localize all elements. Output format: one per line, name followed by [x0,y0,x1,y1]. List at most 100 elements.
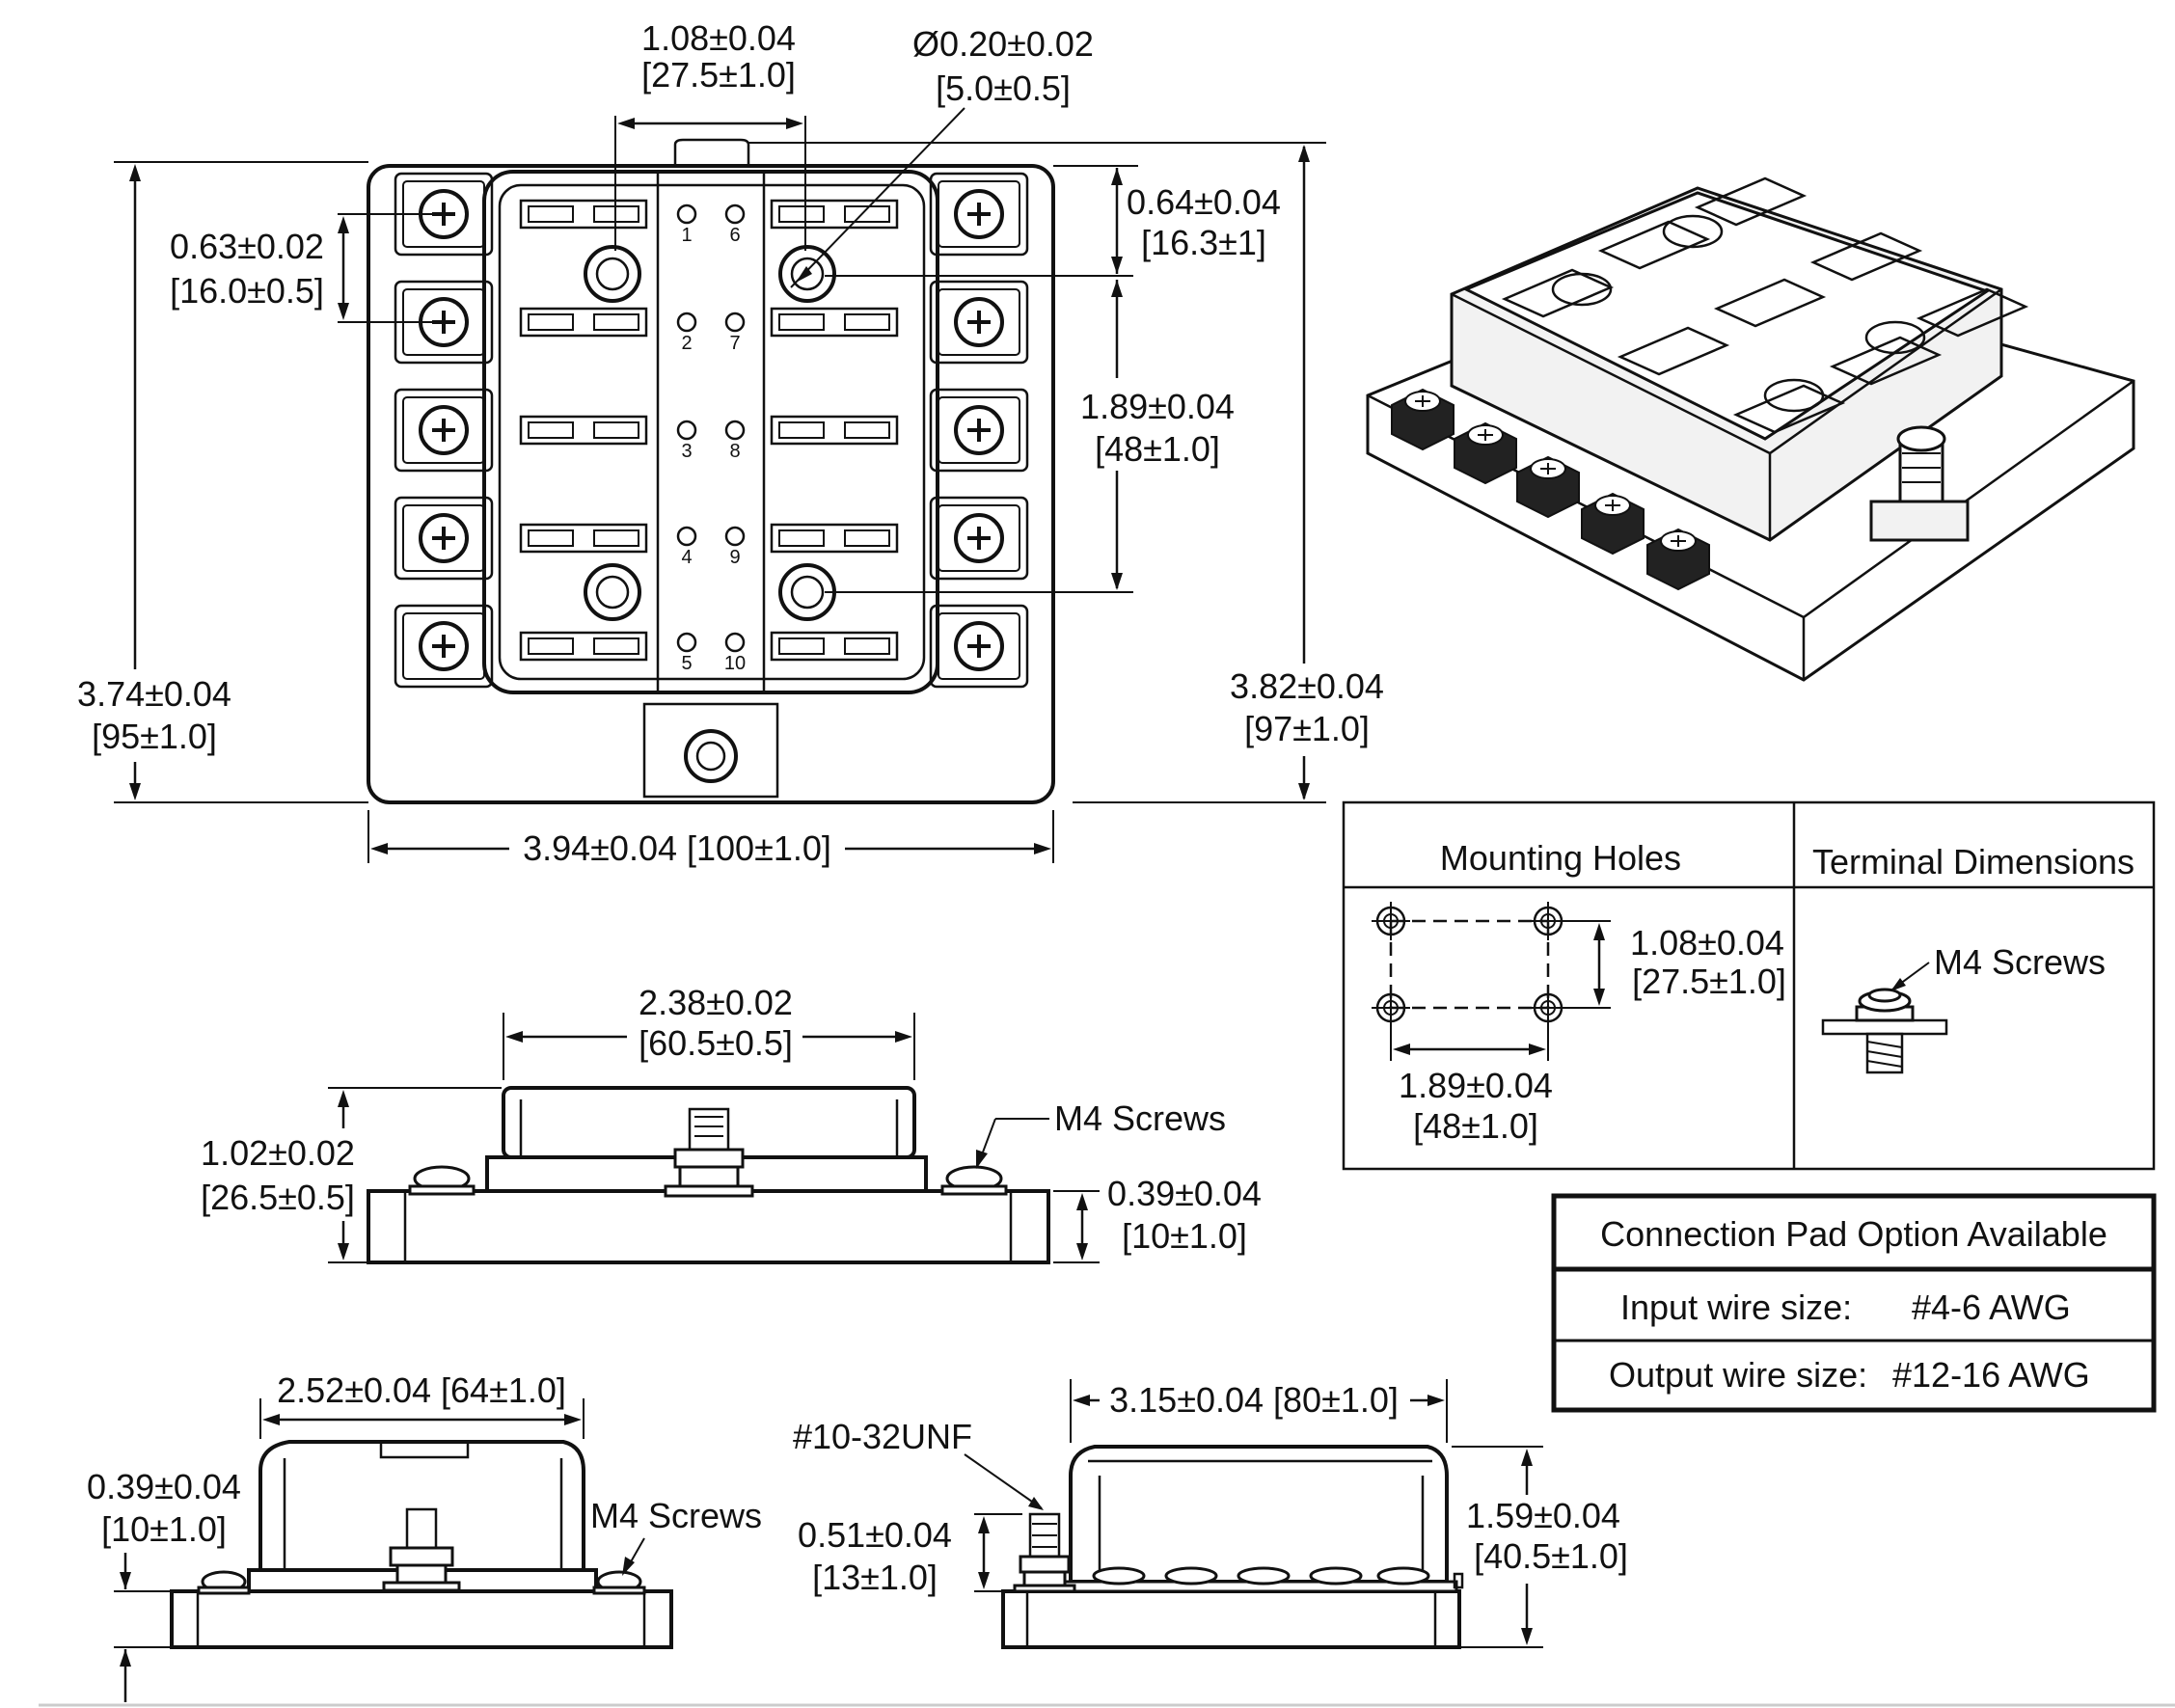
fuse-cavity [1617,326,1730,376]
fuse-cavity [1809,231,1923,282]
fuse-slot-right-5 [770,631,899,662]
indicator-led-icon [676,312,697,333]
dim-cover-width: 2.38±0.02 [639,983,793,1022]
dim-mount-vertical: 1.08±0.04 [1630,923,1784,962]
front-cover [502,1086,916,1159]
slot-number: 4 [681,547,692,568]
fuse-slot-right-4 [770,523,899,554]
input-wire-label: Input wire size: [1620,1288,1852,1327]
terminal-screw-iso-2 [1454,421,1517,485]
mounting-hole-icon [1864,320,1926,355]
input-wire-value: #4-6 AWG [1912,1288,2071,1327]
terminal-screw-iso-4 [1581,492,1645,556]
terminal-screw-left-5 [394,604,494,689]
header-terminal-dimensions: Terminal Dimensions [1812,842,2134,881]
dim-terminal-pitch: 0.63±0.02 [170,227,324,266]
phillips-screw-icon [954,189,1004,239]
terminal-screw-right-2 [929,280,1029,365]
dim-top-offset-mm: [16.3±1] [1141,223,1266,262]
slot-number: 3 [681,441,692,462]
indicator-led-icon [676,420,697,441]
indicator-led-icon [676,632,697,653]
side-left-base [170,1589,673,1649]
fuse-cavity [1694,176,1808,227]
dim-cover-width: 3.15±0.04 [80±1.0] [1109,1380,1399,1420]
slot-number: 8 [729,441,740,462]
fuse-cavity [1916,287,2029,338]
fuse-cavities [1501,176,2029,434]
dim-height-right-mm: [97±1.0] [1244,709,1370,748]
side-left-cover [258,1440,585,1572]
terminal-screw-side-5 [1376,1566,1430,1586]
fuse-cavity [1713,278,1827,328]
top-view-outline [367,164,1055,804]
header-mounting-holes: Mounting Holes [1440,838,1681,878]
fuse-slot-right-3 [770,415,899,446]
dim-hole-vertical: 1.89±0.04 [1080,387,1235,426]
slot-number: 6 [729,225,740,246]
connection-pad-box: Connection Pad Option Available Input wi… [1551,1193,2157,1413]
slot-number: 5 [681,653,692,674]
fuse-cavity [1597,220,1711,270]
fuse-housing-inner [498,183,926,681]
indicator-led-icon [724,312,746,333]
dim-width: 3.94±0.04 [100±1.0] [523,828,831,868]
mounting-terminal-table: Mounting Holes Terminal Dimensions 1.08± [1342,800,2156,1171]
phillips-screw-icon [419,513,469,563]
input-pad [1869,500,1970,542]
label-m4-screws: M4 Screws [590,1496,762,1535]
terminal-screws-side [1092,1566,1430,1586]
dim-top-offset: 0.64±0.04 [1127,182,1281,222]
indicator-led-icon [676,203,697,225]
indicator-led-icon [676,526,697,547]
terminal-screw-iso-5 [1646,528,1710,591]
front-view: 2.38±0.02 [60.5±0.5] 1.02±0.02 [26.5±0.5… [193,983,1262,1264]
mounting-hole-icon [1372,902,1410,940]
connection-title: Connection Pad Option Available [1600,1214,2107,1254]
output-wire-label: Output wire size: [1609,1355,1867,1395]
top-tab [673,138,750,166]
terminal-screw-left-4 [394,496,494,581]
label-m4-screws: M4 Screws [1054,1098,1226,1138]
dim-stud-height-mm: [13±1.0] [812,1558,938,1597]
terminal-screws [394,172,1029,689]
mounting-hole-icon [1763,378,1825,413]
input-stud-icon [688,1107,730,1152]
center-spine [656,170,766,694]
side-view-left: 2.52±0.04 [64±1.0] 0.39±0.04 [10±1.0] M4… [87,1370,762,1702]
terminal-screws-iso [1391,388,1710,591]
fuse-housing [482,170,939,694]
indicator-led-icon [724,203,746,225]
terminal-screw-right-5 [929,604,1029,689]
phillips-screw-icon [954,405,1004,455]
connection-box-frame [1551,1193,2157,1413]
input-stud-icon [684,729,738,783]
fuse-slot-right-1 [770,199,899,230]
label-thread: #10-32UNF [793,1417,972,1456]
terminal-screw-right-3 [929,388,1029,473]
dim-stud-height: 0.51±0.04 [798,1515,952,1555]
terminal-screw-side-4 [1309,1566,1363,1586]
indicator-led-icon [724,420,746,441]
dim-mount-horizontal-mm: [48±1.0] [1413,1106,1538,1146]
side-right-cover [1069,1445,1449,1584]
dim-height-left: 3.74±0.04 [77,674,231,714]
mounting-hole-icon [584,563,641,621]
terminal-screw-left-3 [394,388,494,473]
label-terminal-m4: M4 Screws [1934,942,2106,982]
slot-number: 10 [724,653,746,674]
table-frame [1342,800,2156,1171]
fuse-slots [519,199,899,662]
dim-hole-vertical-mm: [48±1.0] [1095,429,1220,469]
fuse-slot-left-2 [519,307,648,338]
dim-base-height-mm: [10±1.0] [101,1509,227,1549]
dim-height-left-mm: [95±1.0] [92,717,217,756]
fuse-slot-left-3 [519,415,648,446]
dim-height-right: 3.82±0.04 [1230,666,1384,706]
fuse-cavity [1732,384,1846,434]
dim-hole-spacing: 1.08±0.04 [641,18,796,58]
dim-base-height: 0.39±0.04 [87,1467,241,1506]
input-stud-icon [405,1507,438,1550]
